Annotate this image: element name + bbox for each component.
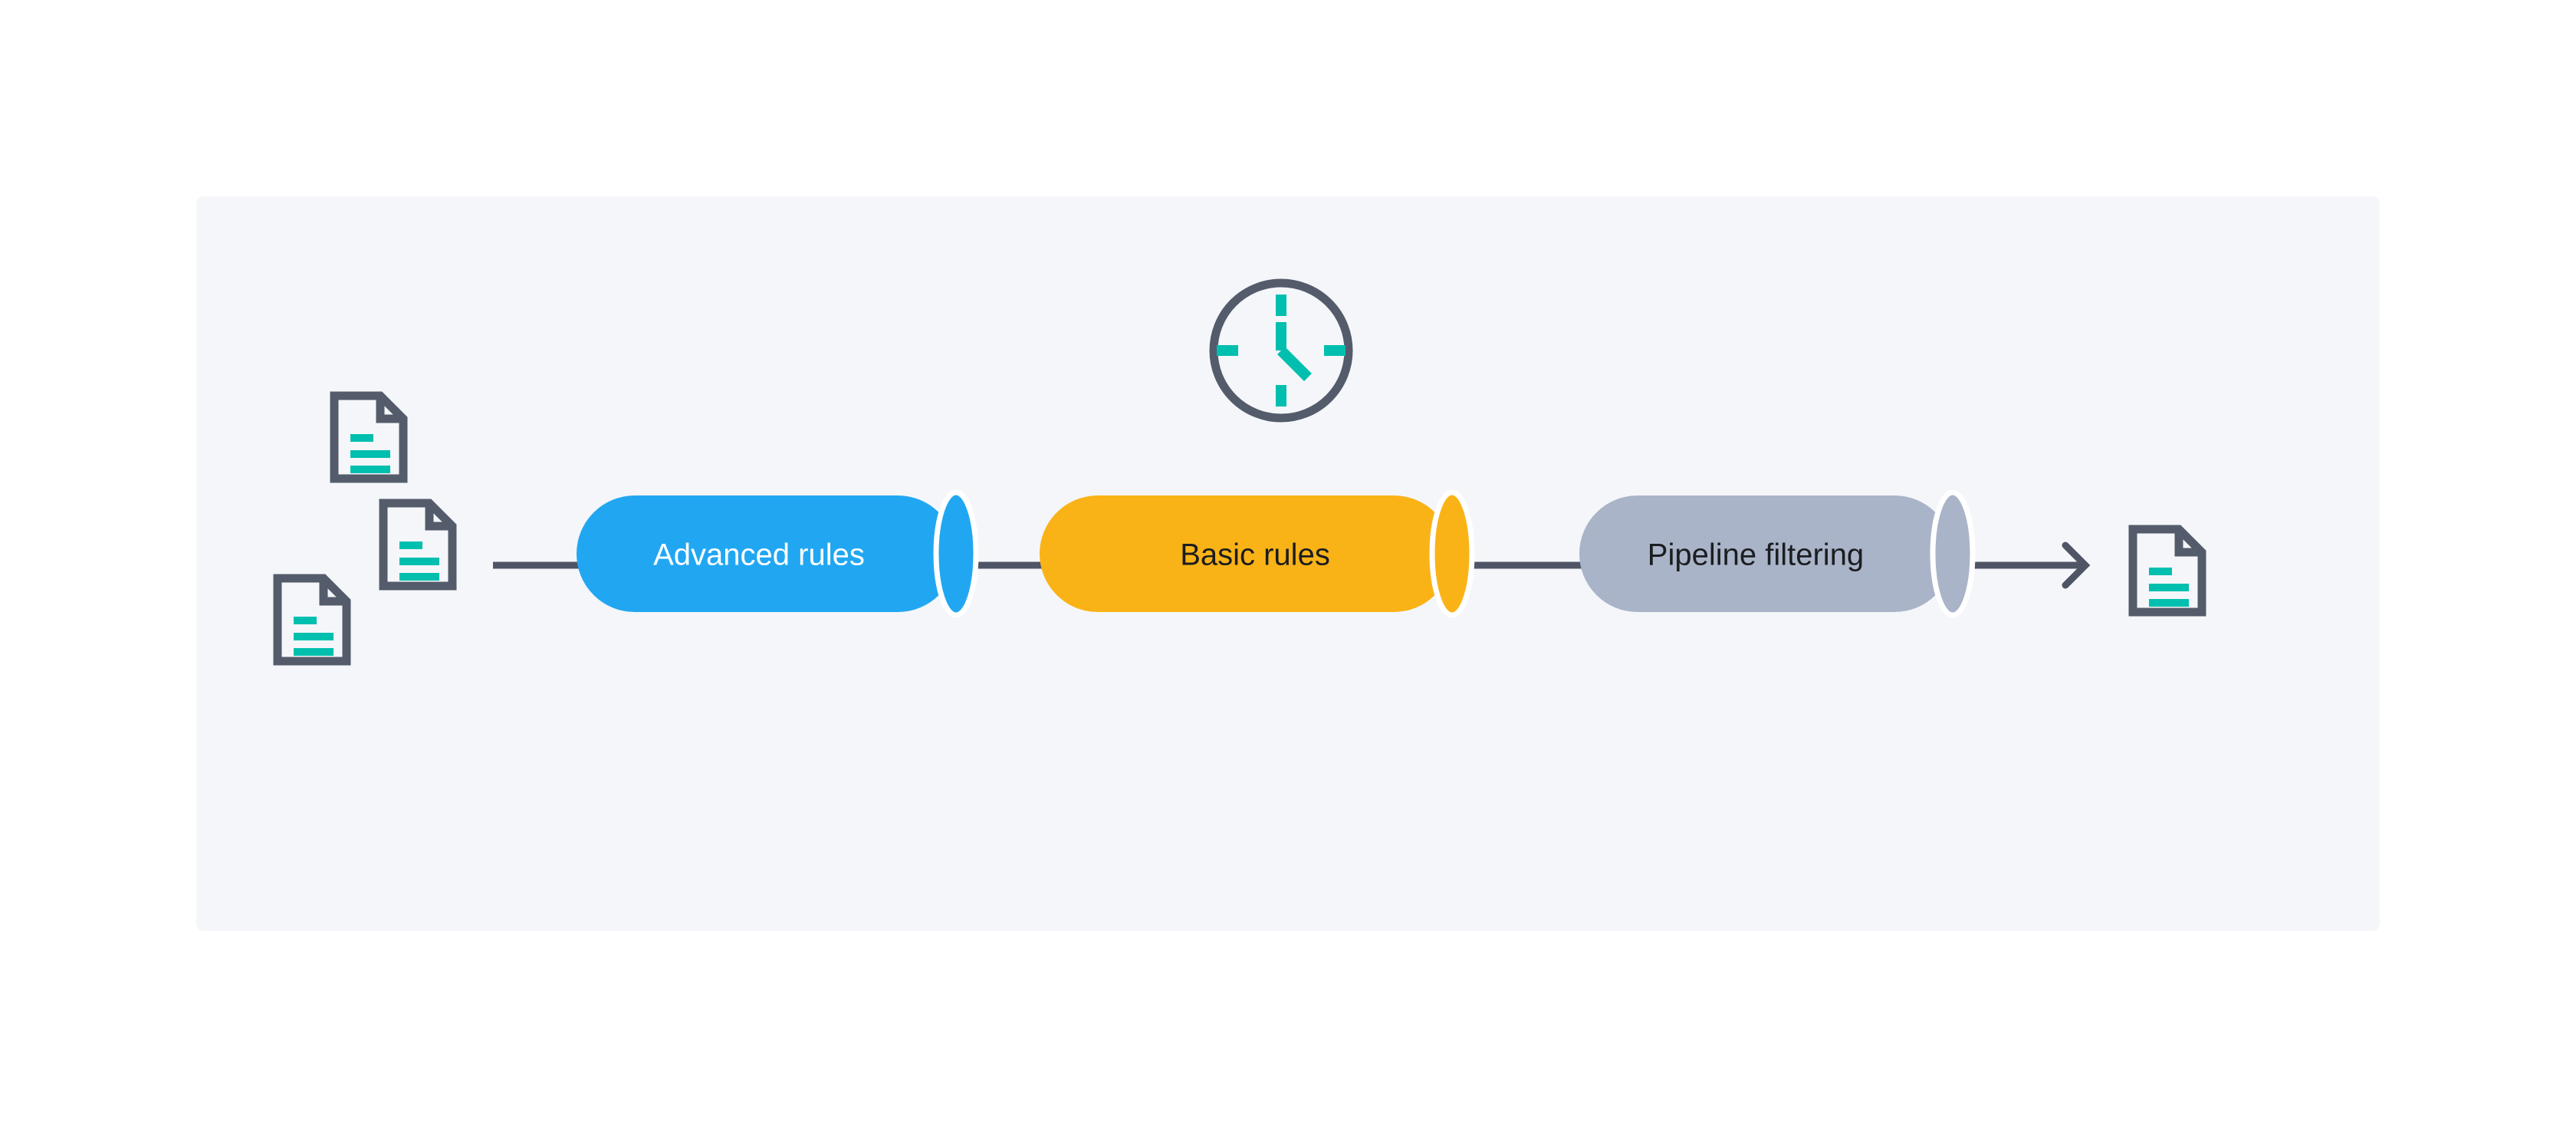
- basic-rules-body[interactable]: [1040, 495, 1452, 612]
- clock-tick-12: [1276, 295, 1286, 316]
- clock-tick-6: [1276, 385, 1286, 407]
- advanced-rules-end-cap: [933, 489, 979, 618]
- advanced-rules-label: Advanced rules: [653, 538, 865, 572]
- flow-arrow-head: [2062, 541, 2091, 589]
- stage-pipeline-filtering[interactable]: Pipeline filtering: [1579, 489, 1976, 618]
- stage-advanced-rules[interactable]: Advanced rules: [577, 489, 979, 618]
- clock-tick-3: [1324, 345, 1346, 356]
- pipeline-filtering-body[interactable]: [1579, 495, 1953, 612]
- clock-hour-hand: [1277, 347, 1312, 381]
- clock-tick-9: [1217, 345, 1238, 356]
- pipeline-filtering-label: Pipeline filtering: [1648, 538, 1864, 572]
- document-icon-bottom: [278, 578, 347, 661]
- document-icon-middle: [383, 503, 452, 586]
- basic-rules-end-cap: [1429, 489, 1475, 618]
- clock-icon: [1209, 278, 1353, 423]
- pipeline-filtering-end-cap: [1930, 489, 1976, 618]
- output-document-icon: [2133, 529, 2202, 612]
- document-icon-top: [334, 396, 403, 479]
- basic-rules-label: Basic rules: [1180, 538, 1330, 572]
- advanced-rules-body[interactable]: [577, 495, 956, 612]
- stage-basic-rules[interactable]: Basic rules: [1040, 489, 1475, 618]
